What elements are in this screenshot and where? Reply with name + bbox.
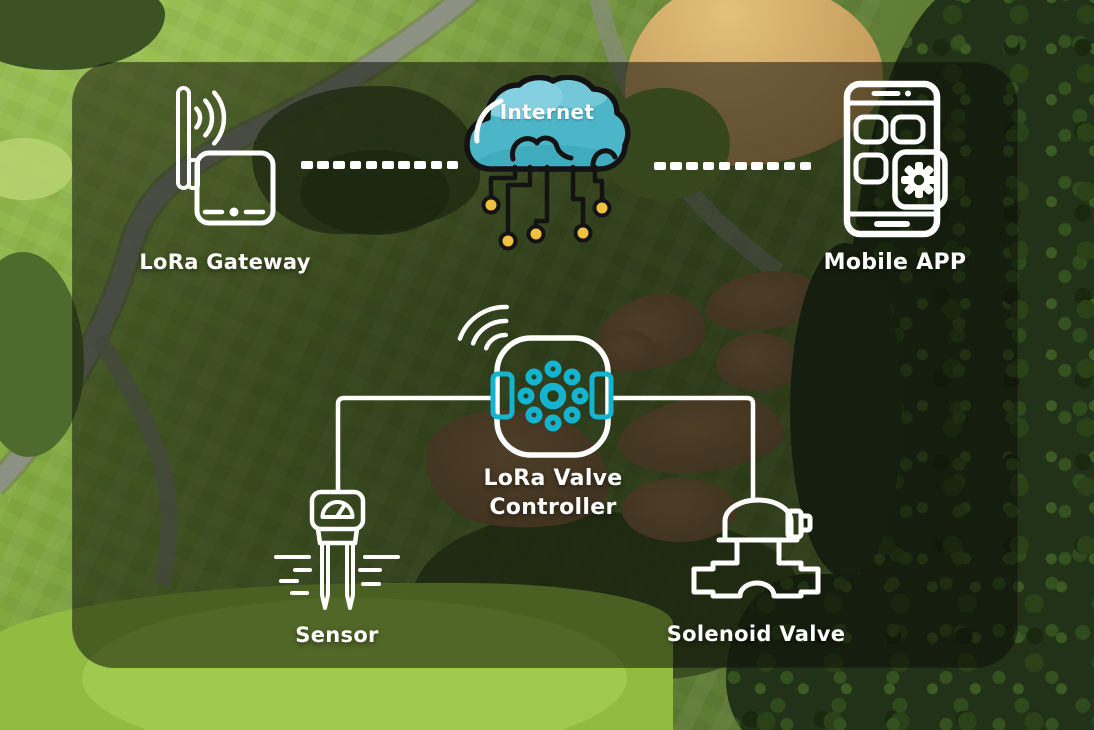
valve-body: [691, 537, 821, 599]
soil-moisture-sensor-icon: [274, 489, 400, 610]
soil-dashes: [279, 568, 382, 595]
lora-gateway-icon: [176, 86, 276, 226]
valve-ports: [517, 360, 589, 432]
app-tile: [890, 114, 926, 145]
internet-to-mobile-dashed-line: [654, 162, 812, 170]
cloud-inner-detail: [510, 135, 618, 172]
sensor-label: Sensor: [295, 623, 379, 647]
solenoid-valve-icon: [691, 497, 821, 599]
valve-connector-tip: [798, 513, 813, 533]
controller-label-line1: LoRa Valve: [483, 466, 623, 491]
antenna-mast: [176, 86, 191, 190]
controller-side-port: [490, 371, 515, 420]
sensor-neck: [315, 526, 360, 546]
app-tile: [853, 152, 889, 185]
phone-camera: [905, 90, 911, 97]
gateway-label: LoRa Gateway: [139, 250, 311, 274]
gauge-needle: [335, 502, 347, 518]
mobile-app-label: Mobile APP: [823, 250, 967, 275]
controller-side-port: [589, 371, 614, 420]
gateway-box: [194, 150, 276, 226]
valve-coil-dome: [722, 497, 794, 543]
circuit-nodes: [481, 195, 612, 251]
sensor-head: [309, 489, 366, 532]
lora-valve-controller-icon: [457, 304, 614, 458]
controller-label: LoRa Valve Controller: [458, 464, 648, 522]
solenoid-valve-label: Solenoid Valve: [666, 622, 846, 646]
app-tile: [853, 114, 889, 145]
mobile-app-icon: [843, 80, 948, 238]
gateway-to-internet-dashed-line: [301, 161, 459, 169]
controller-label-line2: Controller: [489, 495, 617, 520]
gear-icon: [901, 162, 937, 198]
sensor-prong: [320, 541, 330, 610]
signal-waves-icon: [194, 90, 227, 146]
valve-hub: [539, 382, 567, 410]
circuit-lines: [488, 164, 605, 236]
phone-body: [843, 80, 941, 238]
internet-label: Internet: [499, 100, 595, 124]
settings-tile: [892, 149, 948, 210]
cloud-outline: [464, 75, 631, 172]
cloud-shine: [474, 98, 504, 144]
sensor-prong: [345, 541, 355, 610]
sensor-gauge: [320, 500, 355, 519]
internet-cloud-icon: [464, 75, 631, 251]
signal-waves-icon: [457, 304, 509, 351]
